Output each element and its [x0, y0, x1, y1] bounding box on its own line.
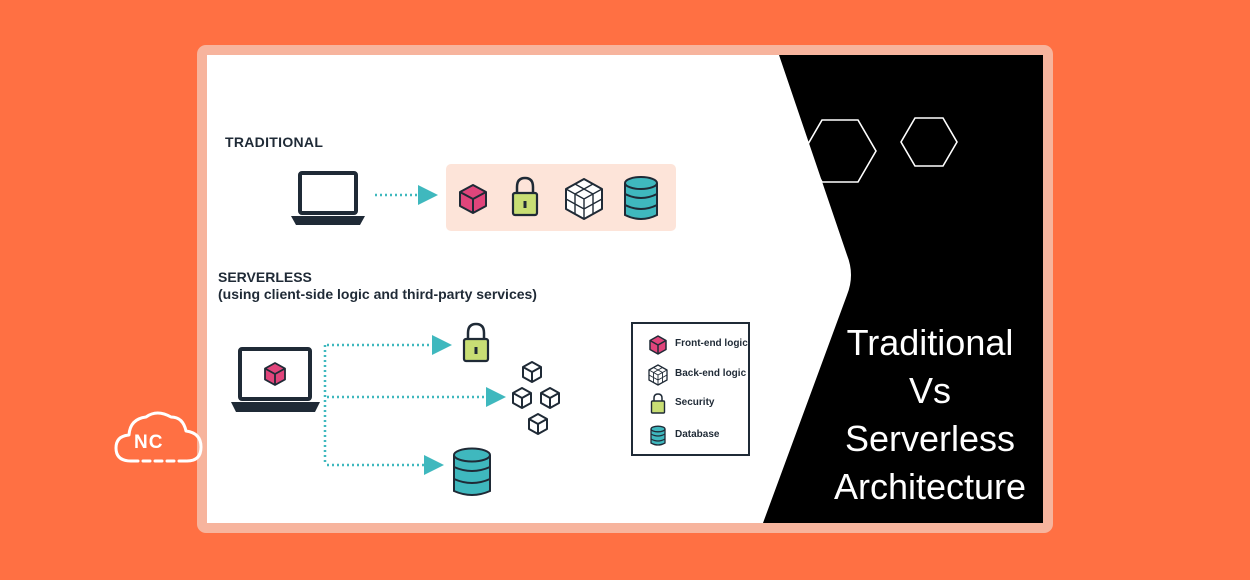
traditional-label: TRADITIONAL — [225, 134, 324, 150]
title-line-1: Traditional — [846, 322, 1014, 363]
database-icon — [624, 176, 658, 220]
title-line-4: Architecture — [833, 466, 1027, 507]
hexagon-large-icon — [803, 119, 877, 183]
traditional-server-box — [446, 164, 676, 231]
page-title: Traditional Vs Serverless Architecture — [820, 319, 1040, 511]
cloud-logo-icon — [114, 411, 203, 463]
front-end-cube-icon — [649, 335, 667, 355]
database-service-icon — [453, 447, 491, 496]
serverless-title: SERVERLESS — [218, 269, 312, 285]
serverless-arrows — [323, 335, 506, 475]
security-service-icon — [462, 322, 490, 363]
serverless-subtitle: (using client-side logic and third-party… — [218, 286, 537, 302]
database-icon — [650, 425, 666, 446]
hexagon-small-icon — [900, 117, 958, 167]
legend-item-back-end: Back-end logic — [633, 364, 750, 386]
padlock-icon — [511, 176, 539, 217]
legend-item-database: Database — [633, 425, 750, 447]
backend-services-cluster-icon — [512, 361, 560, 435]
legend-label: Security — [675, 397, 715, 408]
legend-box: Front-end logic Back-end logic Security … — [631, 322, 750, 456]
legend-label: Database — [675, 429, 720, 440]
title-line-3: Serverless — [844, 418, 1016, 459]
serverless-label: SERVERLESS (using client-side logic and … — [218, 269, 537, 303]
front-end-cube-icon — [459, 184, 487, 214]
title-line-2: Vs — [908, 370, 951, 411]
legend-label: Front-end logic — [675, 338, 748, 349]
back-end-cubes-icon — [648, 364, 668, 386]
legend-label: Back-end logic — [675, 368, 747, 379]
legend-item-front-end: Front-end logic — [633, 334, 750, 356]
serverless-laptop-icon — [231, 347, 320, 412]
padlock-icon — [650, 393, 666, 414]
diagram-panel: TRADITIONAL SERVERLESS (using client-sid… — [207, 55, 1043, 523]
traditional-laptop-icon — [291, 171, 365, 225]
legend-item-security: Security — [633, 393, 750, 415]
diagram-canvas — [231, 55, 1043, 523]
dark-title-region — [763, 55, 1043, 523]
logo-text: NC — [134, 432, 164, 453]
back-end-cubes-icon — [565, 178, 603, 220]
